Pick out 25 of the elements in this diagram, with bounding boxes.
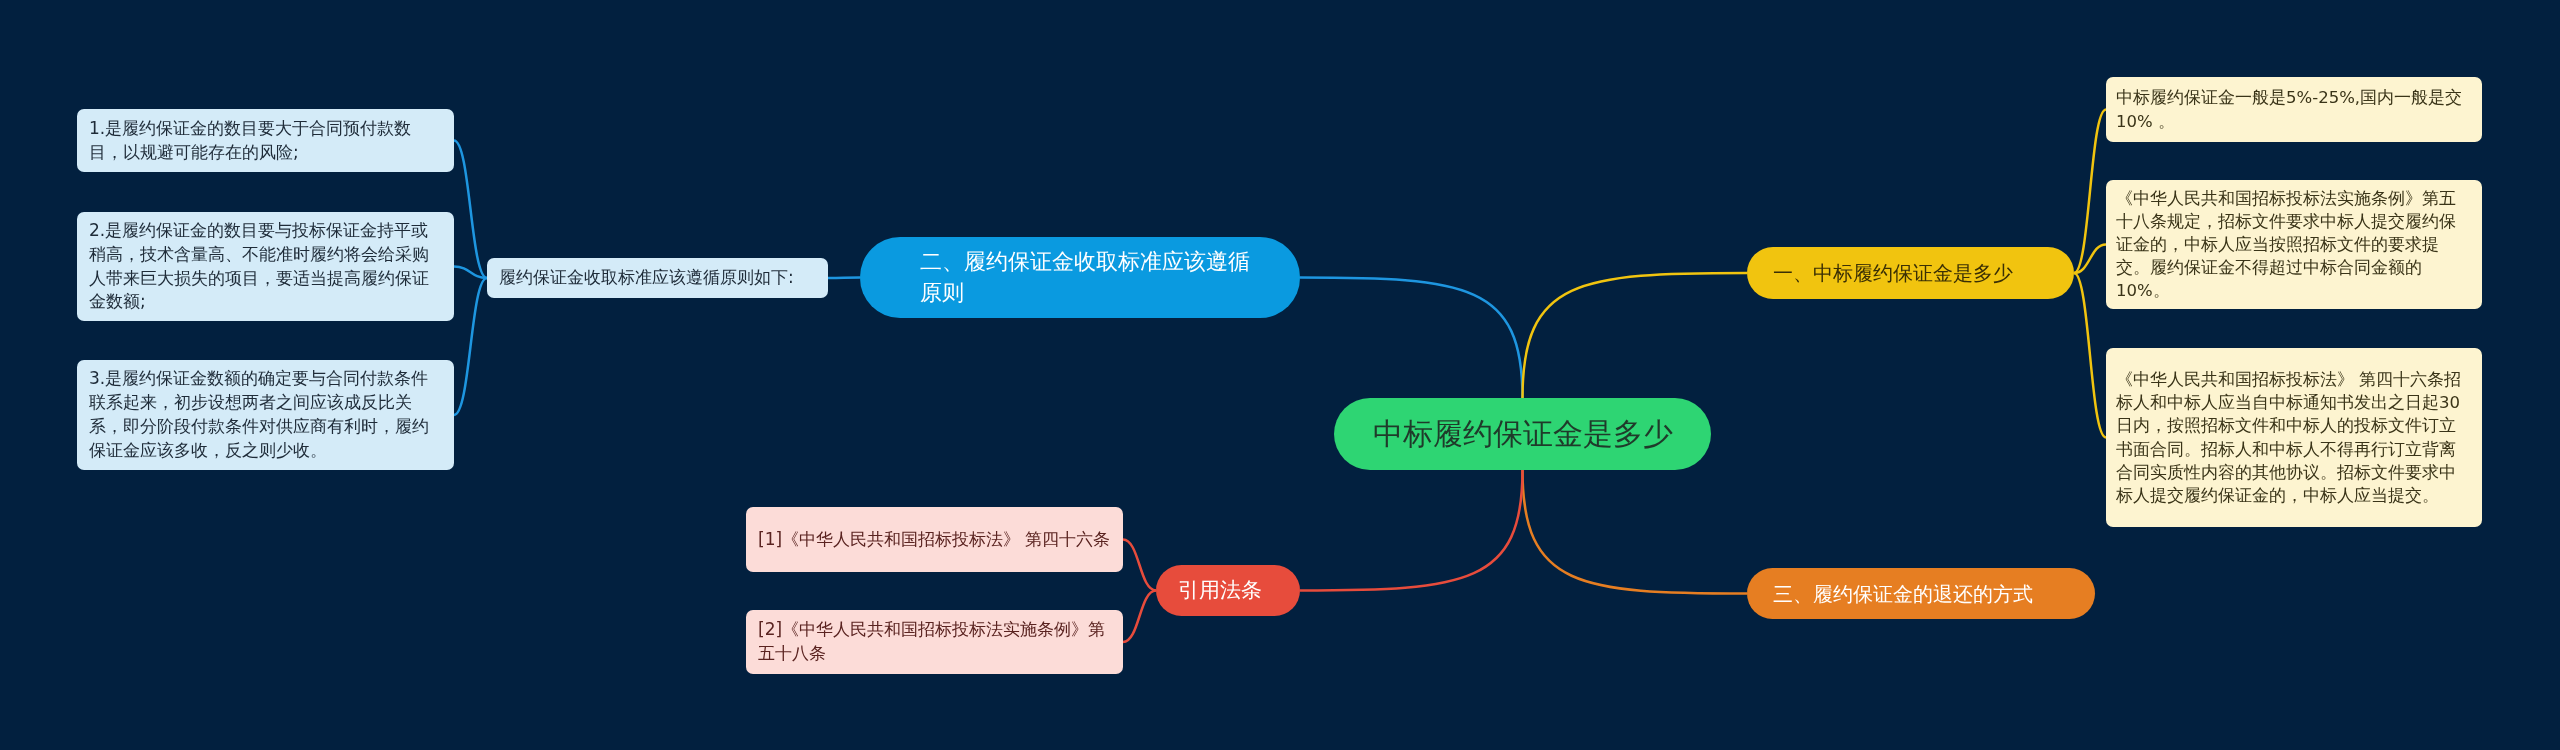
connector-line [2073,243,2107,275]
text-card: 中标履约保证金一般是5%-25%,国内一般是交10% 。 [2106,77,2482,142]
connector-line [2073,272,2107,439]
text-card: [2]《中华人民共和国招标投标法实施条例》第五十八条 [746,610,1123,674]
text-card: 2.是履约保证金的数目要与投标保证金持平或稍高，技术含量高、不能准时履约将会给采购人带来巨大损失的项目，要适当提高履约保证金数额; [77,212,454,321]
connector-line [1521,271,1747,399]
connector-line [1300,469,1524,592]
connector-line [1122,538,1157,592]
connector-line [2073,108,2107,274]
branch-pill: 一、中标履约保证金是多少 [1747,247,2074,299]
branch-pill: 引用法条 [1156,565,1300,616]
text-card: 《中华人民共和国招标投标法实施条例》第五十八条规定，招标文件要求中标人提交履约保证金的，中标人应当按照招标文件的要求提交。履约保证金不得超过中标合同金额的10%。 [2106,180,2482,309]
text-card: 履约保证金收取标准应该遵循原则如下: [487,258,828,298]
branch-pill: 三、履约保证金的退还的方式 [1747,568,2095,619]
text-card: 1.是履约保证金的数目要大于合同预付款数目，以规避可能存在的风险; [77,109,454,172]
connector-line [1122,589,1157,644]
text-card: 《中华人民共和国招标投标法》 第四十六条招标人和中标人应当自中标通知书发出之日起30日内，按照招标文件和中标人的投标文件订立书面合同。招标人和中标人不得再行订立背离合同实质性内容的其他协议。招标文件要求中标人提交履约保证金的，中标人应当提交。 [2106,348,2482,527]
connector-line [453,276,488,417]
text-card: 3.是履约保证金数额的确定要与合同付款条件联系起来，初步设想两者之间应该成反比关系，即分阶段付款条件对供应商有利时，履约保证金应该多收，反之则少收。 [77,360,454,470]
connector-line [453,265,488,280]
connector-line [828,276,860,280]
topic-pill: 中标履约保证金是多少 [1334,398,1711,470]
text-card: [1]《中华人民共和国招标投标法》 第四十六条 [746,507,1123,572]
connector-line [453,139,488,279]
branch-pill: 二、履约保证金收取标准应该遵循原则 [860,237,1300,318]
